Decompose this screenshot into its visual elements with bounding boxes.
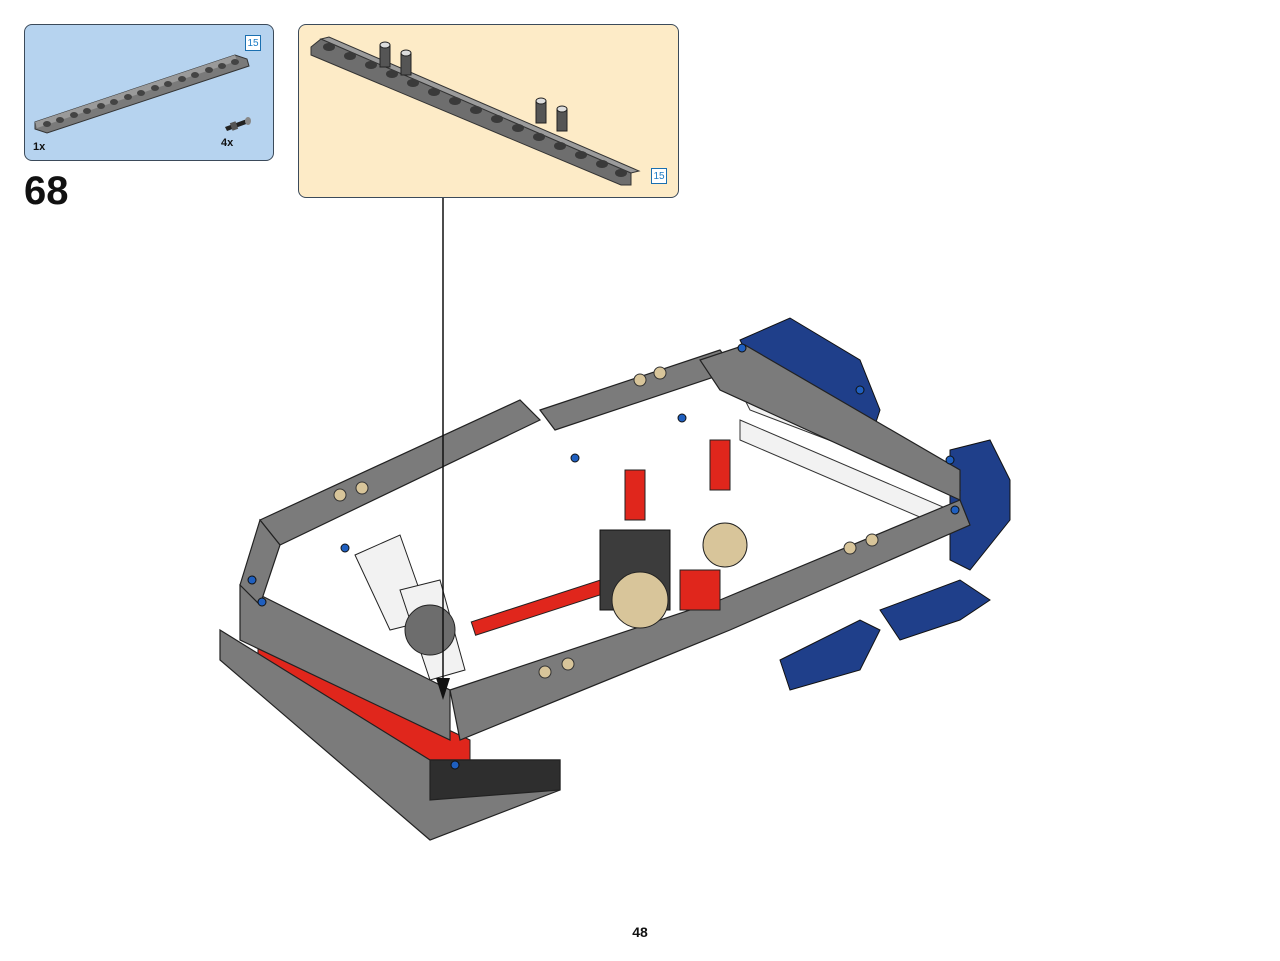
page-number: 48 — [632, 924, 648, 940]
assembly-arrow — [436, 198, 450, 700]
beam-15-part — [34, 54, 250, 134]
parts-list-illustration — [34, 54, 251, 134]
beam-with-pins — [310, 36, 641, 186]
tan-pins — [333, 366, 879, 679]
pins-group — [379, 41, 568, 132]
drivetrain — [470, 439, 748, 636]
pin-quantity: 4x — [221, 137, 234, 149]
step-number: 68 — [24, 169, 69, 213]
submodel-length-badge: 15 — [651, 168, 667, 184]
gray-frame — [219, 344, 971, 841]
beam-quantity: 1x — [33, 141, 46, 153]
parts-list-panel: 15 1x 4x — [24, 24, 274, 161]
pin-part — [225, 117, 251, 131]
beam-length-badge: 15 — [245, 35, 261, 51]
submodel-illustration — [310, 36, 641, 186]
blue-pins — [247, 343, 960, 770]
submodel-callout: 15 — [298, 24, 679, 198]
